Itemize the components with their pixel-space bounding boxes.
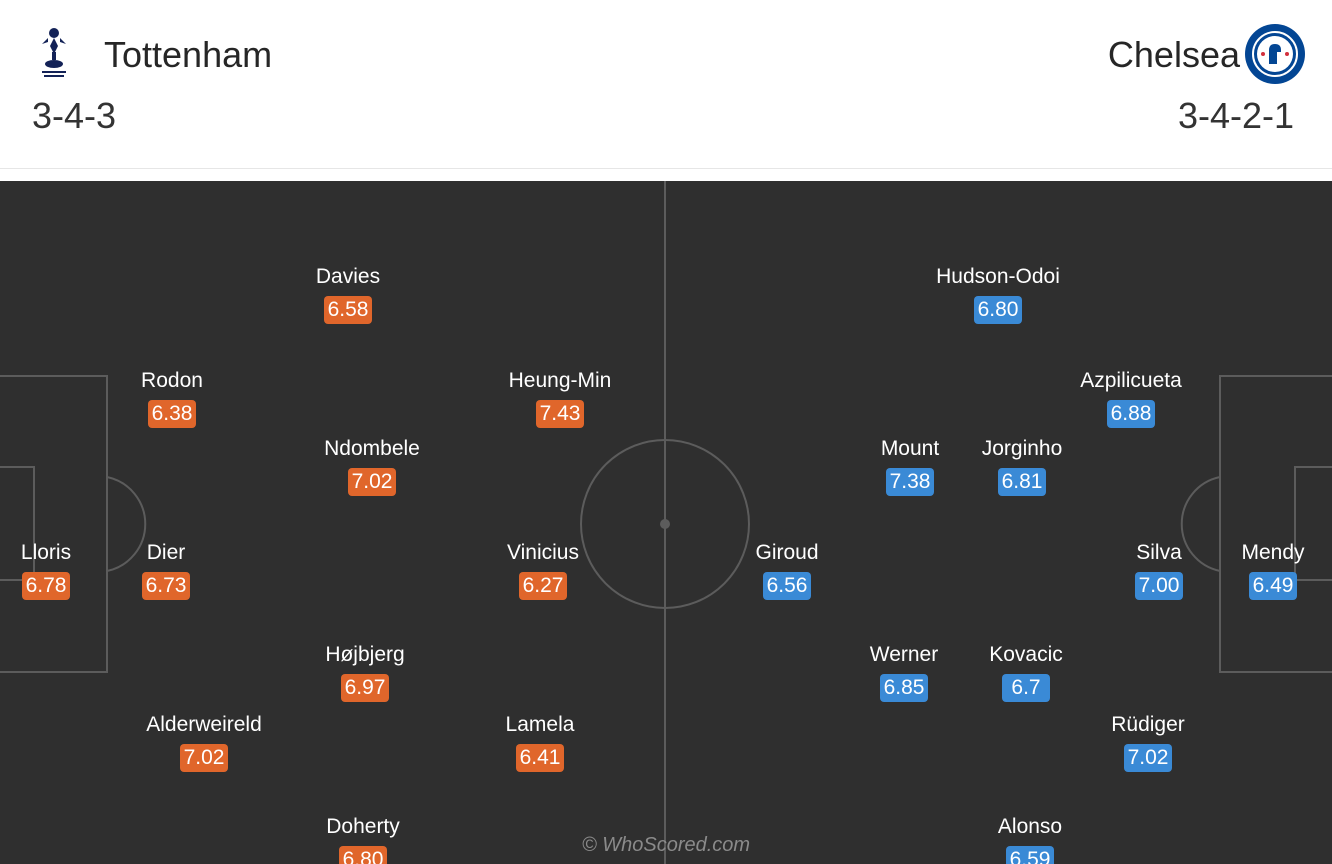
home-player-vinicius[interactable]: Vinicius 6.27 <box>453 540 633 600</box>
player-name[interactable]: Ndombele <box>324 437 420 460</box>
away-player-werner[interactable]: Werner 6.85 <box>814 642 994 702</box>
player-rating-badge: 7.43 <box>536 400 584 428</box>
player-rating-badge: 6.73 <box>142 572 190 600</box>
player-rating-badge: 6.58 <box>324 296 372 324</box>
away-player-alonso[interactable]: Alonso 6.59 <box>940 814 1120 864</box>
away-player-azpilicueta[interactable]: Azpilicueta 6.88 <box>1041 368 1221 428</box>
player-name[interactable]: Lamela <box>505 713 575 736</box>
home-formation: 3-4-3 <box>32 95 117 136</box>
player-rating-badge: 7.38 <box>886 468 934 496</box>
player-name[interactable]: Heung-Min <box>508 369 612 392</box>
player-name[interactable]: Giroud <box>755 541 819 564</box>
away-player-hudson-odoi[interactable]: Hudson-Odoi 6.80 <box>908 264 1088 324</box>
player-name[interactable]: Azpilicueta <box>1080 369 1182 392</box>
home-player-heung-min[interactable]: Heung-Min 7.43 <box>470 368 650 428</box>
away-player-giroud[interactable]: Giroud 6.56 <box>697 540 877 600</box>
player-rating-badge: 6.78 <box>22 572 70 600</box>
away-player-rudiger[interactable]: Rüdiger 7.02 <box>1058 712 1238 772</box>
player-rating-badge: 6.38 <box>148 400 196 428</box>
player-rating-badge: 6.80 <box>339 846 387 864</box>
player-name[interactable]: Silva <box>1136 541 1182 564</box>
player-rating-badge: 7.02 <box>1124 744 1172 772</box>
pitch-lines <box>0 181 1332 864</box>
player-name[interactable]: Werner <box>869 643 939 666</box>
player-name[interactable]: Doherty <box>326 815 400 838</box>
player-name[interactable]: Mendy <box>1241 541 1305 564</box>
player-rating-badge: 7.02 <box>180 744 228 772</box>
home-player-rodon[interactable]: Rodon 6.38 <box>82 368 262 428</box>
player-name[interactable]: Lloris <box>20 541 72 564</box>
away-team-name[interactable]: Chelsea <box>1107 34 1240 75</box>
home-player-lloris[interactable]: Lloris 6.78 <box>0 540 136 600</box>
player-rating-badge: 6.56 <box>763 572 811 600</box>
home-player-hojbjerg[interactable]: Højbjerg 6.97 <box>275 642 455 702</box>
player-name[interactable]: Mount <box>880 437 940 460</box>
player-rating-badge: 6.59 <box>1006 846 1054 864</box>
player-name[interactable]: Vinicius <box>507 541 579 564</box>
player-name[interactable]: Alonso <box>997 815 1063 838</box>
player-rating-badge: 6.7 <box>1002 674 1050 702</box>
home-player-alderweireld[interactable]: Alderweireld 7.02 <box>114 712 294 772</box>
home-player-ndombele[interactable]: Ndombele 7.02 <box>282 436 462 496</box>
player-name[interactable]: Alderweireld <box>146 713 262 736</box>
away-player-jorginho[interactable]: Jorginho 6.81 <box>932 436 1112 496</box>
home-player-lamela[interactable]: Lamela 6.41 <box>450 712 630 772</box>
player-rating-badge: 7.00 <box>1135 572 1183 600</box>
player-rating-badge: 6.81 <box>998 468 1046 496</box>
player-name[interactable]: Rodon <box>141 369 203 392</box>
tottenham-crest-icon <box>42 28 66 77</box>
player-name[interactable]: Jorginho <box>981 437 1063 460</box>
player-rating-badge: 6.41 <box>516 744 564 772</box>
player-rating-badge: 6.85 <box>880 674 928 702</box>
player-name[interactable]: Hudson-Odoi <box>936 265 1060 288</box>
match-header: Tottenham 3-4-3 Chelsea 3-4-2-1 <box>0 0 1332 169</box>
player-name[interactable]: Dier <box>146 541 186 564</box>
player-name[interactable]: Kovacic <box>989 643 1063 666</box>
home-player-doherty[interactable]: Doherty 6.80 <box>273 814 453 864</box>
player-rating-badge: 6.27 <box>519 572 567 600</box>
chelsea-crest-icon <box>1245 24 1305 84</box>
player-name[interactable]: Højbjerg <box>325 643 405 666</box>
away-player-kovacic[interactable]: Kovacic 6.7 <box>936 642 1116 702</box>
home-team-name[interactable]: Tottenham <box>104 34 273 75</box>
player-name[interactable]: Rüdiger <box>1111 713 1185 736</box>
away-player-silva[interactable]: Silva 7.00 <box>1069 540 1249 600</box>
whoscored-watermark: © WhoScored.com <box>581 834 751 856</box>
player-rating-badge: 6.80 <box>974 296 1022 324</box>
away-player-mount[interactable]: Mount 7.38 <box>820 436 1000 496</box>
player-rating-badge: 6.88 <box>1107 400 1155 428</box>
away-formation: 3-4-2-1 <box>1177 95 1294 136</box>
away-player-mendy[interactable]: Mendy 6.49 <box>1183 540 1332 600</box>
home-player-davies[interactable]: Davies 6.58 <box>258 264 438 324</box>
player-rating-badge: 7.02 <box>348 468 396 496</box>
player-name[interactable]: Davies <box>315 265 381 288</box>
player-rating-badge: 6.97 <box>341 674 389 702</box>
home-player-dier[interactable]: Dier 6.73 <box>76 540 256 600</box>
player-rating-badge: 6.49 <box>1249 572 1297 600</box>
